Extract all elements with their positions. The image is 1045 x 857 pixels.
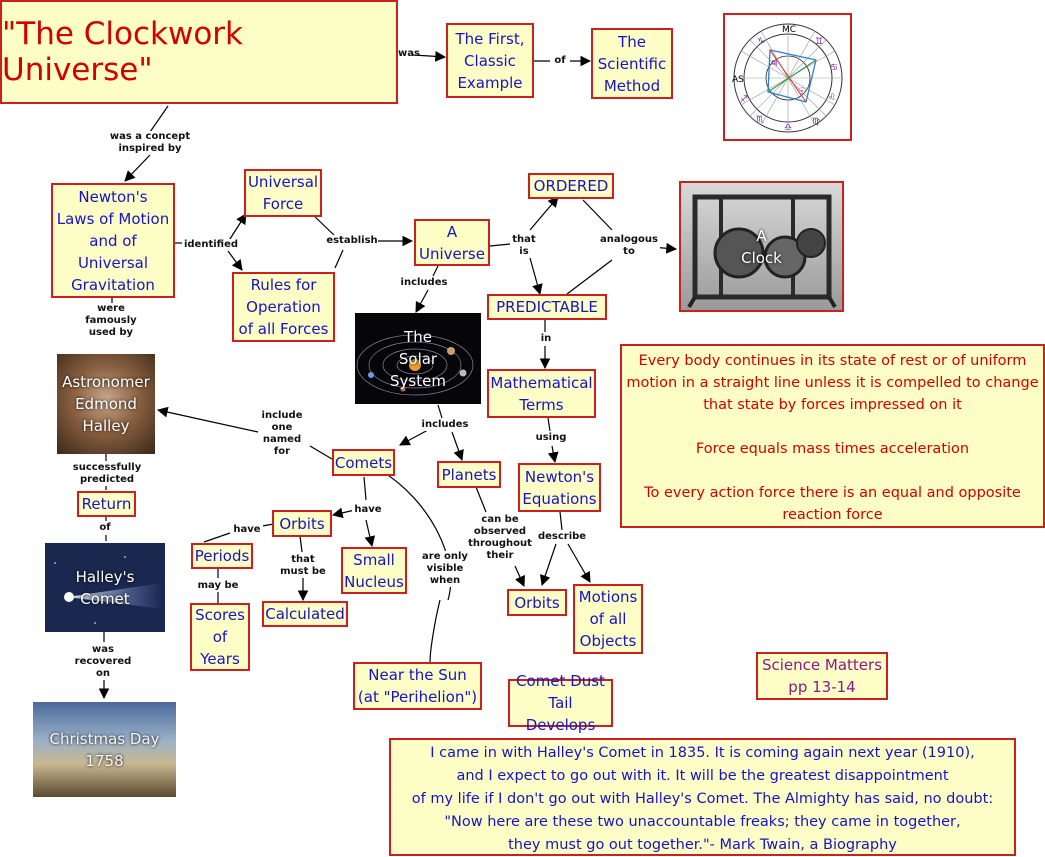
link-label-in: in — [538, 333, 554, 345]
diagram-title: "The Clockwork Universe" — [0, 0, 398, 104]
node-planets: Planets — [437, 461, 501, 488]
zodiac-wheel-icon: MC AS ♑ ♊ ♋ ♌ ♍ ♎ ♏ ♐ ♃ ☉ — [732, 23, 843, 133]
comet-icon — [54, 556, 163, 624]
node-return: Return — [77, 491, 136, 517]
svg-text:♐: ♐ — [740, 95, 748, 105]
node-ordered: ORDERED — [528, 173, 614, 199]
mark-twain-quote: I came in with Halley's Comet in 1835. I… — [389, 738, 1016, 856]
solar-system-orbits-icon — [356, 334, 474, 396]
node-near-the-sun: Near the Sun(at "Perihelion") — [353, 662, 482, 710]
link-label-have-nucleus: have — [352, 504, 384, 516]
link-label-includes-solar: includes — [420, 419, 470, 431]
node-orbits-left: Orbits — [272, 510, 332, 537]
link-label-includes-universe: includes — [400, 277, 448, 289]
svg-text:♍: ♍ — [812, 117, 820, 127]
svg-text:♎: ♎ — [784, 123, 792, 133]
link-label-have-periods: have — [231, 524, 263, 536]
link-label-identified: identified — [182, 239, 240, 251]
svg-text:♊: ♊ — [815, 37, 823, 47]
newtons-laws-textbox: Every body continues in its state of res… — [620, 344, 1045, 528]
node-orbits-right: Orbits — [507, 589, 567, 616]
svg-text:♃: ♃ — [770, 59, 778, 69]
zodiac-as-label: AS — [732, 75, 744, 85]
image-zodiac-chart: MC AS ♑ ♊ ♋ ♌ ♍ ♎ ♏ ♐ ♃ ☉ — [723, 13, 852, 141]
svg-text:♑: ♑ — [757, 37, 765, 47]
link-label-of-return: of — [96, 522, 114, 534]
link-label-describe: describe — [536, 531, 588, 543]
svg-text:♏: ♏ — [756, 115, 764, 125]
node-comets: Comets — [332, 449, 395, 476]
link-label-of: of — [550, 55, 570, 67]
node-periods: Periods — [191, 543, 253, 569]
zodiac-mc-label: MC — [782, 25, 796, 35]
link-label-using: using — [534, 432, 568, 444]
svg-text:♌: ♌ — [828, 93, 836, 103]
link-label-establish: establish — [326, 235, 378, 247]
svg-text:♋: ♋ — [830, 63, 838, 73]
node-calculated: Calculated — [262, 601, 348, 627]
clock-mechanism-icon — [687, 194, 837, 309]
node-predictable: PREDICTABLE — [487, 294, 607, 320]
svg-text:☉: ☉ — [798, 87, 806, 97]
link-label-was: was — [398, 48, 420, 60]
link-label-may-be: may be — [196, 580, 240, 592]
